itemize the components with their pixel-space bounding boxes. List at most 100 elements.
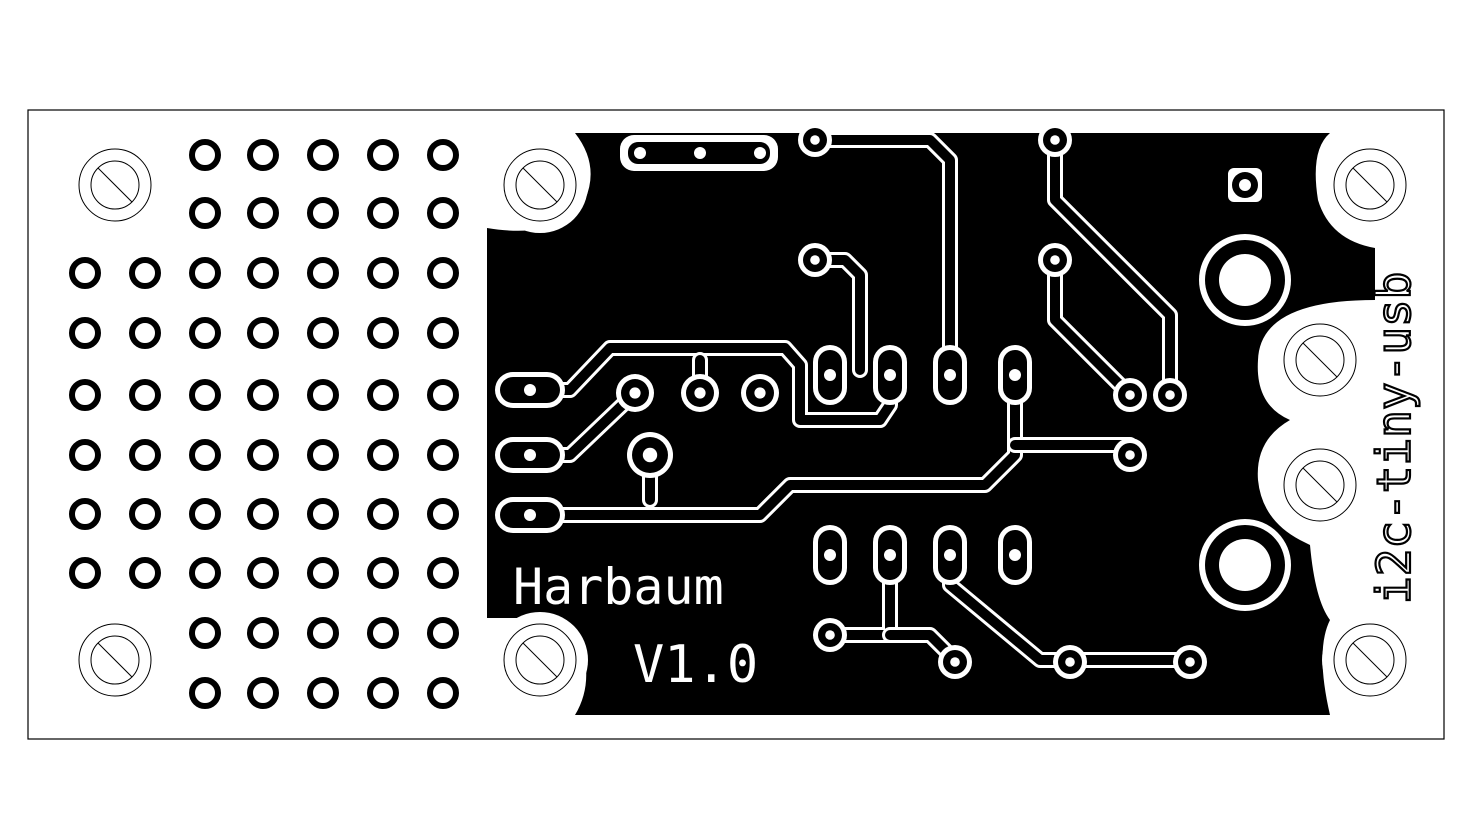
prototype-pad-grid bbox=[69, 139, 459, 709]
proto-pad bbox=[247, 197, 279, 229]
proto-pad bbox=[189, 317, 221, 349]
proto-pad bbox=[247, 317, 279, 349]
mounting-hole-ring bbox=[1283, 323, 1357, 397]
proto-pad bbox=[367, 139, 399, 171]
proto-pad bbox=[129, 439, 161, 471]
proto-pad bbox=[367, 379, 399, 411]
proto-pad bbox=[69, 317, 101, 349]
proto-pad bbox=[189, 557, 221, 589]
proto-pad bbox=[307, 617, 339, 649]
mounting-hole bbox=[1295, 335, 1345, 385]
proto-pad bbox=[367, 257, 399, 289]
proto-pad bbox=[367, 317, 399, 349]
version-label: V1.0 bbox=[633, 635, 758, 695]
proto-pad bbox=[307, 257, 339, 289]
proto-pad bbox=[189, 379, 221, 411]
proto-pad bbox=[247, 677, 279, 709]
mounting-hole-mark bbox=[1352, 167, 1388, 203]
mounting-hole-mark bbox=[97, 642, 133, 678]
proto-pad bbox=[307, 317, 339, 349]
proto-pad bbox=[427, 257, 459, 289]
proto-pad bbox=[247, 557, 279, 589]
drill-hole bbox=[884, 549, 896, 561]
copper-trace bbox=[1050, 255, 1135, 400]
mounting-hole-ring bbox=[503, 623, 577, 697]
proto-pad bbox=[129, 557, 161, 589]
copper-pour bbox=[487, 133, 1375, 715]
mounting-hole-mark bbox=[1302, 467, 1338, 503]
copper-trace bbox=[525, 343, 895, 425]
proto-pad bbox=[189, 439, 221, 471]
mounting-hole-ring bbox=[1333, 148, 1407, 222]
proto-pad bbox=[307, 677, 339, 709]
mounting-hole-ring bbox=[1333, 623, 1407, 697]
proto-pad bbox=[307, 498, 339, 530]
mounting-hole bbox=[1345, 160, 1395, 210]
drill-hole bbox=[634, 147, 646, 159]
proto-pad bbox=[307, 557, 339, 589]
proto-pad bbox=[247, 139, 279, 171]
mounting-hole bbox=[515, 635, 565, 685]
proto-pad bbox=[189, 257, 221, 289]
proto-pad bbox=[69, 257, 101, 289]
copper-trace bbox=[1050, 135, 1175, 400]
mounting-hole bbox=[1345, 635, 1395, 685]
proto-pad bbox=[427, 439, 459, 471]
proto-pad bbox=[69, 498, 101, 530]
drill-hole bbox=[810, 255, 820, 265]
drill-hole bbox=[524, 509, 536, 521]
drill-hole bbox=[1125, 450, 1135, 460]
drill-hole bbox=[1065, 657, 1075, 667]
proto-pad bbox=[129, 317, 161, 349]
proto-pad bbox=[129, 498, 161, 530]
drill-hole bbox=[1009, 549, 1021, 561]
proto-pad bbox=[307, 379, 339, 411]
proto-pad bbox=[129, 379, 161, 411]
drill-hole bbox=[1165, 390, 1175, 400]
project-label: i2c-tiny-usb bbox=[1367, 272, 1421, 604]
drill-hole bbox=[629, 387, 641, 399]
proto-pad bbox=[247, 617, 279, 649]
drill-hole bbox=[944, 369, 956, 381]
proto-pad bbox=[189, 498, 221, 530]
drill-hole bbox=[1009, 369, 1021, 381]
drill-hole bbox=[1239, 179, 1251, 191]
proto-pad bbox=[247, 257, 279, 289]
mounting-hole-ring bbox=[78, 623, 152, 697]
mounting-hole-ring bbox=[1283, 448, 1357, 522]
proto-pad bbox=[189, 617, 221, 649]
proto-pad bbox=[307, 197, 339, 229]
drill-hole bbox=[694, 387, 706, 399]
proto-pad bbox=[427, 197, 459, 229]
mounting-hole bbox=[1295, 460, 1345, 510]
copper-trace bbox=[810, 135, 955, 385]
pad-layer bbox=[495, 123, 1291, 679]
mounting-hole-mark bbox=[1302, 342, 1338, 378]
drill-hole bbox=[754, 387, 766, 399]
drill-hole bbox=[884, 369, 896, 381]
mounting-hole-mark bbox=[97, 167, 133, 203]
mounting-hole-mark bbox=[1352, 642, 1388, 678]
drill-hole bbox=[824, 369, 836, 381]
proto-pad bbox=[367, 197, 399, 229]
proto-pad bbox=[129, 257, 161, 289]
proto-pad bbox=[367, 439, 399, 471]
drill-hole bbox=[1050, 135, 1060, 145]
mounting-hole bbox=[515, 160, 565, 210]
proto-pad bbox=[69, 439, 101, 471]
drill-hole bbox=[642, 447, 658, 463]
drill-hole bbox=[524, 449, 536, 461]
proto-pad bbox=[189, 677, 221, 709]
proto-pad bbox=[189, 139, 221, 171]
proto-pad bbox=[427, 557, 459, 589]
mounting-hole bbox=[90, 160, 140, 210]
mounting-hole-ring bbox=[78, 148, 152, 222]
proto-pad bbox=[427, 617, 459, 649]
proto-pad bbox=[427, 317, 459, 349]
drill-hole bbox=[944, 549, 956, 561]
mounting-hole bbox=[90, 635, 140, 685]
proto-pad bbox=[69, 557, 101, 589]
proto-pad bbox=[307, 139, 339, 171]
drill-hole bbox=[1125, 390, 1135, 400]
